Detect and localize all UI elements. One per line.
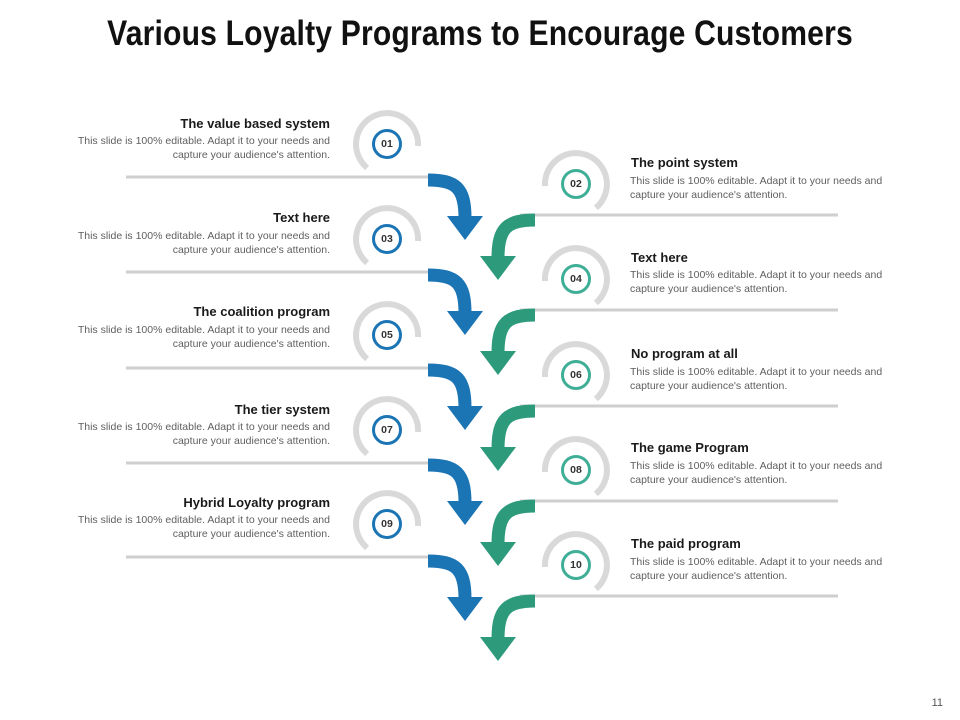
page-title: Various Loyalty Programs to Encourage Cu… bbox=[107, 14, 853, 53]
ring-left-1 bbox=[353, 110, 422, 171]
item-09-title: Hybrid Loyalty program bbox=[183, 495, 330, 510]
item-01-desc: This slide is 100% editable. Adapt it to… bbox=[77, 135, 330, 161]
separator-lines bbox=[126, 175, 838, 598]
item-06-title: No program at all bbox=[631, 346, 738, 361]
arrow-green-2 bbox=[480, 308, 536, 375]
badge-05: 05 bbox=[372, 320, 402, 350]
item-07-desc: This slide is 100% editable. Adapt it to… bbox=[77, 421, 330, 447]
ring-right-1 bbox=[541, 150, 610, 211]
arrow-blue-4 bbox=[427, 458, 483, 525]
item-08-title: The game Program bbox=[631, 440, 749, 455]
item-10-desc: This slide is 100% editable. Adapt it to… bbox=[630, 556, 883, 582]
item-04-title: Text here bbox=[631, 250, 688, 265]
item-03-title: Text here bbox=[273, 210, 330, 225]
ring-right-3 bbox=[541, 341, 610, 402]
arrow-blue-1 bbox=[427, 173, 483, 240]
ring-left-3 bbox=[353, 301, 422, 362]
badge-rings bbox=[353, 110, 610, 592]
ring-right-5 bbox=[541, 531, 610, 592]
page-number: 11 bbox=[931, 697, 943, 709]
arrow-blue-5 bbox=[427, 554, 483, 621]
badge-08: 08 bbox=[561, 455, 591, 485]
arrow-blue-2 bbox=[427, 268, 483, 335]
arrow-green-1 bbox=[480, 213, 536, 280]
item-04-desc: This slide is 100% editable. Adapt it to… bbox=[630, 269, 883, 295]
item-09-desc: This slide is 100% editable. Adapt it to… bbox=[77, 514, 330, 540]
ring-left-2 bbox=[353, 205, 422, 266]
item-01-title: The value based system bbox=[180, 116, 330, 131]
ring-left-5 bbox=[353, 490, 422, 551]
item-05-title: The coalition program bbox=[193, 304, 330, 319]
item-03-desc: This slide is 100% editable. Adapt it to… bbox=[77, 230, 330, 256]
badge-07: 07 bbox=[372, 415, 402, 445]
ring-right-4 bbox=[541, 436, 610, 497]
arrow-green-3 bbox=[480, 404, 536, 471]
badge-03: 03 bbox=[372, 224, 402, 254]
item-05-desc: This slide is 100% editable. Adapt it to… bbox=[77, 324, 330, 350]
badge-10: 10 bbox=[561, 550, 591, 580]
badge-01: 01 bbox=[372, 129, 402, 159]
badge-02: 02 bbox=[561, 169, 591, 199]
ring-left-4 bbox=[353, 396, 422, 457]
badge-04: 04 bbox=[561, 264, 591, 294]
item-07-title: The tier system bbox=[234, 402, 330, 417]
arrow-green-5 bbox=[480, 594, 536, 661]
badge-06: 06 bbox=[561, 360, 591, 390]
badge-09: 09 bbox=[372, 509, 402, 539]
item-06-desc: This slide is 100% editable. Adapt it to… bbox=[630, 366, 883, 392]
curved-arrows bbox=[427, 173, 536, 661]
ring-right-2 bbox=[541, 245, 610, 306]
item-02-desc: This slide is 100% editable. Adapt it to… bbox=[630, 175, 883, 201]
item-08-desc: This slide is 100% editable. Adapt it to… bbox=[630, 460, 883, 486]
arrow-green-4 bbox=[480, 499, 536, 566]
arrow-blue-3 bbox=[427, 363, 483, 430]
item-02-title: The point system bbox=[631, 155, 738, 170]
item-10-title: The paid program bbox=[631, 536, 741, 551]
